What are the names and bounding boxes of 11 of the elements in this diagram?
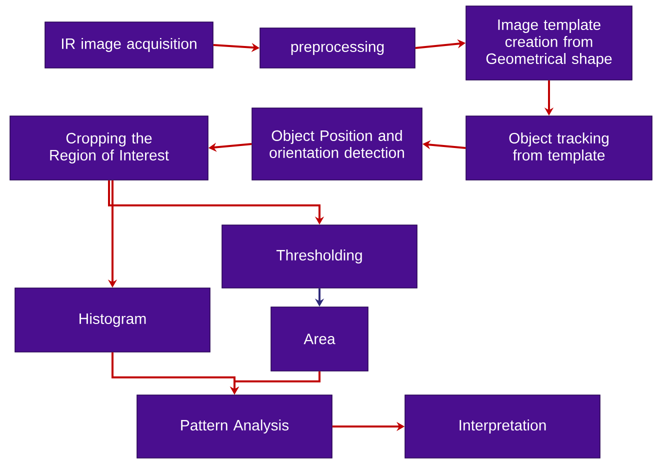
process-box: Object Position and orientation detection [252,108,422,180]
process-box: IR image acquisition [44,22,214,68]
process-box: Image template creation from Geometrical shape [466,6,632,80]
process-box: Histogram [14,288,210,352]
process-box: Area [270,306,368,372]
process-box: Interpretation [404,394,600,458]
process-box: Object tracking from template [466,116,652,180]
process-box: Thresholding [222,224,418,288]
process-box: Pattern Analysis [136,394,332,458]
process-box: Cropping the Region of Interest [10,116,208,180]
process-box: preprocessing [260,28,416,68]
